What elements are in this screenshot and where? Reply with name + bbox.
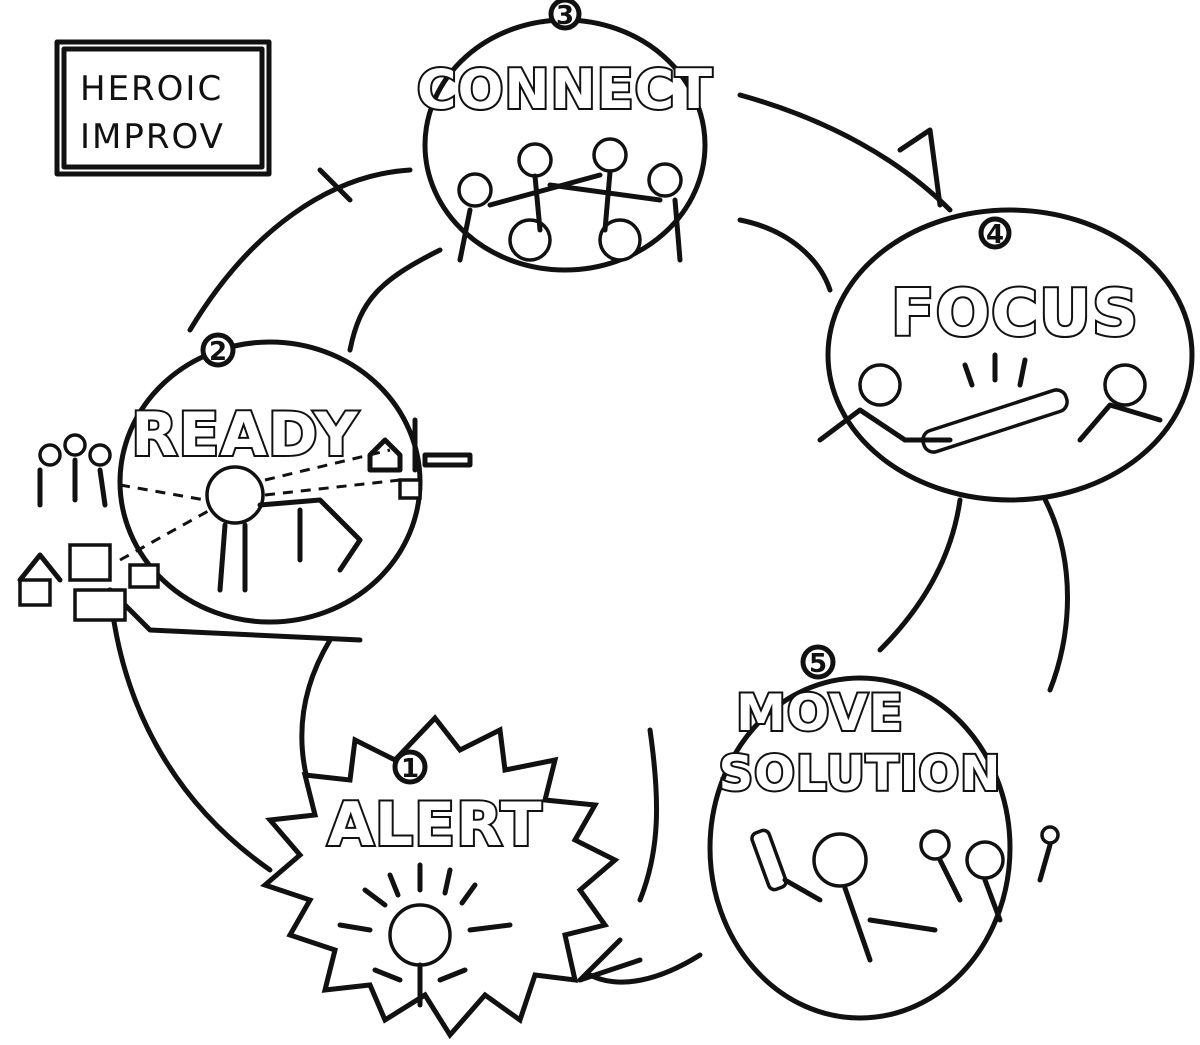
step-label-focus: FOCUS — [891, 277, 1139, 351]
alert-person-illustration — [337, 862, 513, 1008]
title-line-2: IMPROV — [80, 117, 225, 157]
title-box: HEROIC IMPROV — [54, 39, 272, 177]
step-alert: 1 ALERT — [260, 714, 620, 1040]
step-number-3: 3 — [556, 1, 574, 31]
step-connect: 3 CONNECT — [415, 0, 714, 273]
step-label-ready: READY — [131, 400, 359, 470]
title-line-1: HEROIC — [80, 69, 223, 109]
step-number-4: 4 — [986, 220, 1004, 250]
baton-handoff-illustration — [817, 352, 1163, 454]
step-ready: 2 READY — [17, 332, 473, 625]
step-number-5: 5 — [809, 649, 827, 679]
step-focus: 4 FOCUS — [817, 207, 1195, 503]
step-label-connect: CONNECT — [417, 58, 713, 121]
step-move-solution: 5 MOVE SOLUTION — [707, 644, 1060, 1021]
step-number-1: 1 — [401, 754, 419, 784]
step-number-2: 2 — [209, 337, 227, 367]
people-holding-hands-illustration — [457, 137, 683, 263]
running-team-illustration — [750, 825, 1060, 963]
ready-stance-illustration — [17, 417, 473, 622]
step-label-solution: SOLUTION — [719, 746, 1002, 802]
step-label-move: MOVE — [736, 684, 904, 742]
step-label-alert: ALERT — [327, 790, 542, 860]
